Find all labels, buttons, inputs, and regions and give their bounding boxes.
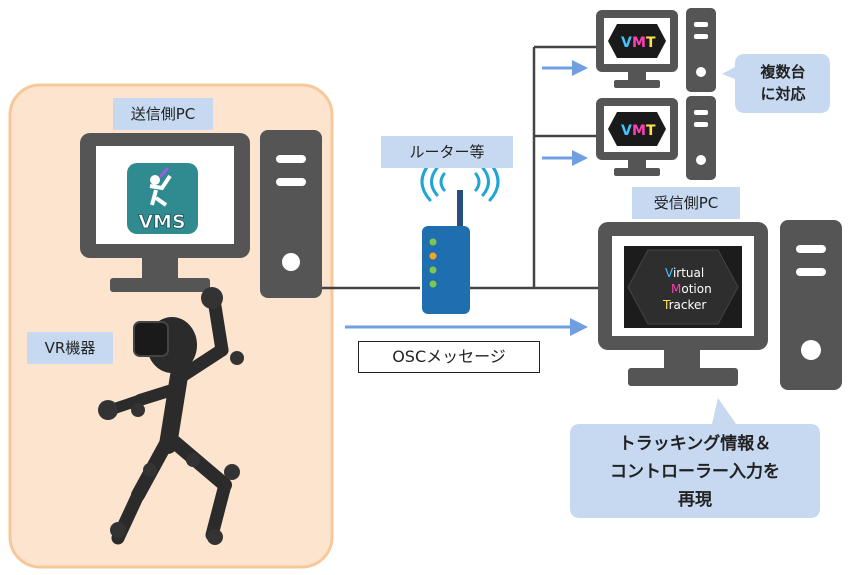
vr-headset-icon — [133, 321, 169, 357]
svg-text:Virtual: Virtual — [665, 266, 704, 280]
svg-text:Motion: Motion — [671, 282, 712, 296]
osc-arrows — [345, 60, 588, 336]
reproduce-note-bubble — [570, 398, 820, 518]
router-icon — [422, 190, 470, 314]
vmt-screen — [624, 246, 742, 328]
vr-person-figure — [104, 293, 232, 545]
vmt-logo-1: V M T — [621, 35, 656, 51]
svg-text:V: V — [621, 123, 632, 139]
multi-unit-note: 複数台 に対応 — [760, 63, 806, 103]
receiver-tower — [780, 220, 842, 390]
vmt-pc-2 — [596, 96, 716, 180]
osc-message-label: OSCメッセージ — [358, 341, 540, 373]
svg-text:T: T — [646, 123, 656, 139]
multi-note-bubble — [722, 54, 830, 113]
vmt-logo-2: V M T — [621, 123, 656, 139]
vms-app-icon — [127, 163, 198, 234]
svg-text:V: V — [621, 35, 632, 51]
vr-trackers — [98, 287, 244, 545]
router-label: ルーター等 — [381, 136, 513, 168]
vms-logo-text: VMS — [138, 211, 185, 233]
svg-text:M: M — [632, 123, 646, 139]
vmt-screen-text: Virtual Motion Tracker — [662, 266, 712, 312]
svg-text:Tracker: Tracker — [662, 298, 706, 312]
vmt-pc-1 — [596, 8, 716, 92]
vr-device-label: VR機器 — [27, 332, 113, 364]
svg-text:M: M — [632, 35, 646, 51]
sender-pc-label: 送信側PC — [113, 98, 213, 130]
receiver-pc-label: 受信側PC — [632, 187, 740, 219]
network-lines — [322, 45, 598, 290]
reproduce-note: トラッキング情報＆ コントローラー入力を 再現 — [610, 434, 780, 510]
svg-text:T: T — [646, 35, 656, 51]
sender-tower — [260, 130, 322, 298]
